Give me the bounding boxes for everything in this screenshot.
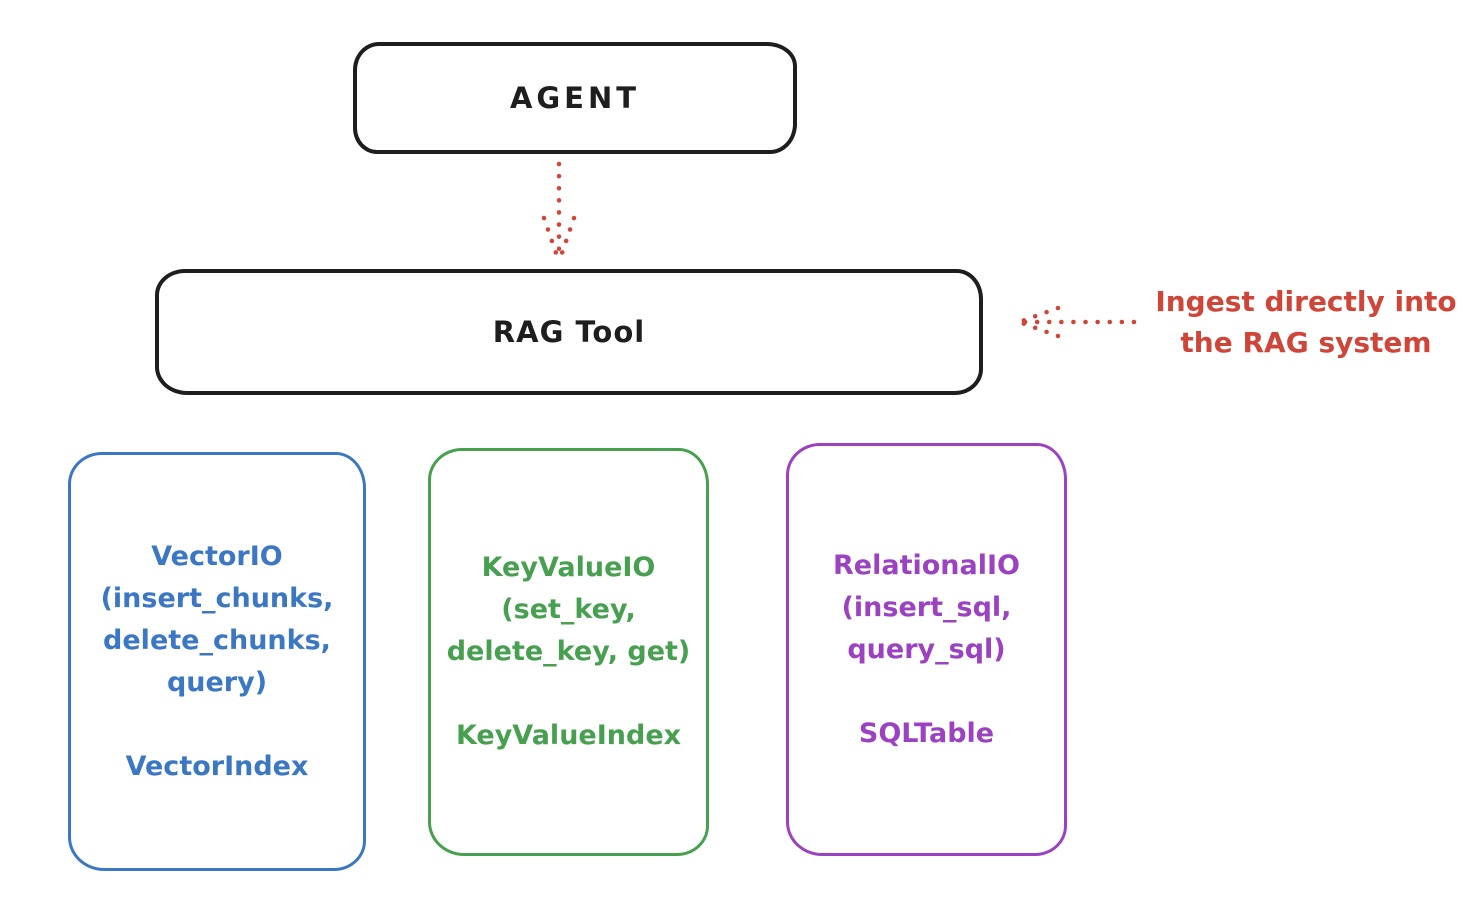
vector-index-label: VectorIndex <box>125 750 309 782</box>
vector-io-node: VectorIO (insert_chunks, delete_chunks, … <box>68 452 366 871</box>
arrow-down-icon <box>538 160 580 268</box>
relational-io-methods-line1: (insert_sql, <box>841 591 1012 623</box>
ingest-annotation: Ingest directly into the RAG system <box>1136 281 1476 363</box>
vector-io-title: VectorIO <box>151 540 283 572</box>
keyvalue-index-label: KeyValueIndex <box>455 720 682 751</box>
keyvalue-io-title: KeyValueIO <box>481 552 656 583</box>
relational-io-title: RelationalIO <box>833 549 1020 581</box>
relational-io-node: RelationalIO (insert_sql, query_sql) SQL… <box>786 443 1067 856</box>
ingest-annotation-line2: the RAG system <box>1180 326 1432 359</box>
relational-io-methods-line2: query_sql) <box>847 633 1006 665</box>
ingest-annotation-line1: Ingest directly into <box>1155 285 1457 318</box>
agent-label: AGENT <box>509 81 641 115</box>
keyvalue-io-methods-line2: delete_key, get) <box>446 636 691 667</box>
vector-io-methods-line3: query) <box>166 666 268 698</box>
rag-tool-node: RAG Tool <box>155 269 983 395</box>
vector-io-methods-line1: (insert_chunks, <box>100 582 334 614</box>
vector-io-methods-line2: delete_chunks, <box>103 624 331 656</box>
sql-table-label: SQLTable <box>858 717 995 749</box>
rag-tool-label: RAG Tool <box>492 315 646 349</box>
agent-node: AGENT <box>353 42 797 154</box>
keyvalue-io-methods-line1: (set_key, <box>501 594 636 625</box>
keyvalue-io-node: KeyValueIO (set_key, delete_key, get) Ke… <box>428 448 709 856</box>
arrow-left-icon <box>1014 300 1140 344</box>
